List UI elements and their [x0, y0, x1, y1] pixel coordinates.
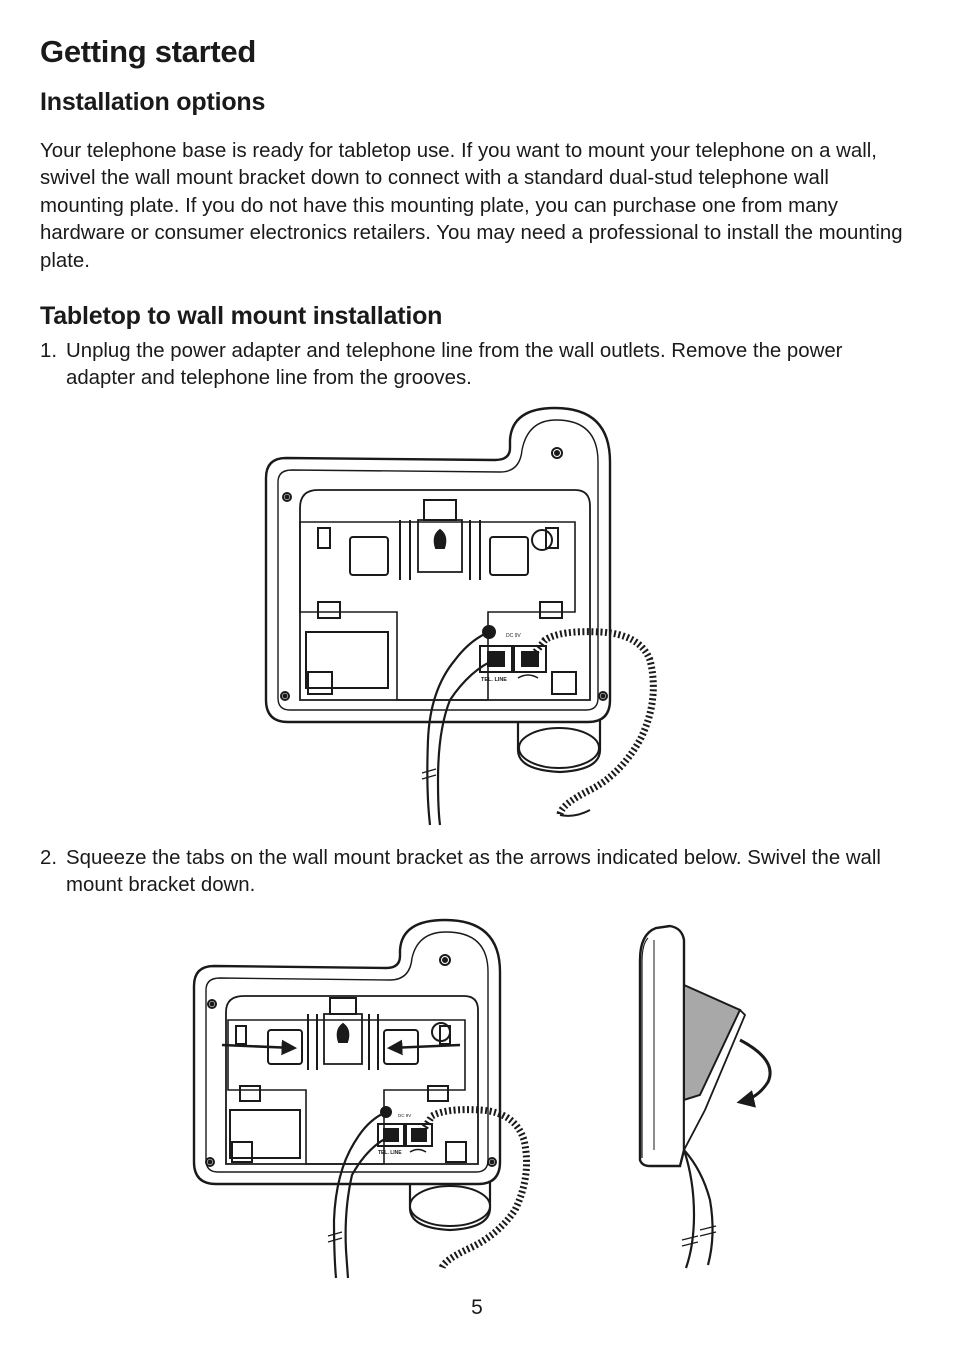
- cords-1: [421, 628, 657, 826]
- cords-2: [327, 1106, 531, 1279]
- page-number: 5: [471, 1296, 483, 1319]
- step-1-number: 1.: [40, 340, 58, 362]
- installation-options-heading: Installation options: [40, 88, 266, 116]
- base-side-illustration: [638, 924, 772, 1269]
- arrow-right-icon: [221, 1039, 298, 1056]
- installation-options-body: Your telephone base is ready for tableto…: [40, 140, 903, 272]
- base-back-illustration-1: [264, 406, 612, 774]
- dc-label-1: DC 9V: [506, 633, 521, 639]
- arrow-left-icon: [386, 1039, 461, 1056]
- swivel-arrow-icon: [736, 1038, 772, 1108]
- page-heading: Getting started: [40, 34, 256, 69]
- step-2-text: Squeeze the tabs on the wall mount brack…: [66, 847, 881, 897]
- dc-label-2: DC 9V: [398, 1113, 411, 1118]
- step-1-text: Unplug the power adapter and telephone l…: [66, 340, 843, 390]
- tel-line-label-1: TEL. LINE: [481, 677, 507, 683]
- step-2-number: 2.: [40, 847, 58, 869]
- base-back-illustration-2: [192, 918, 502, 1232]
- squeeze-arrows: [221, 1039, 461, 1056]
- step-2: 2. Squeeze the tabs on the wall mount br…: [40, 845, 916, 900]
- tabletop-wall-heading: Tabletop to wall mount installation: [40, 302, 443, 330]
- tel-line-label-2: TEL. LINE: [378, 1150, 402, 1156]
- step-1: 1. Unplug the power adapter and telephon…: [40, 338, 916, 393]
